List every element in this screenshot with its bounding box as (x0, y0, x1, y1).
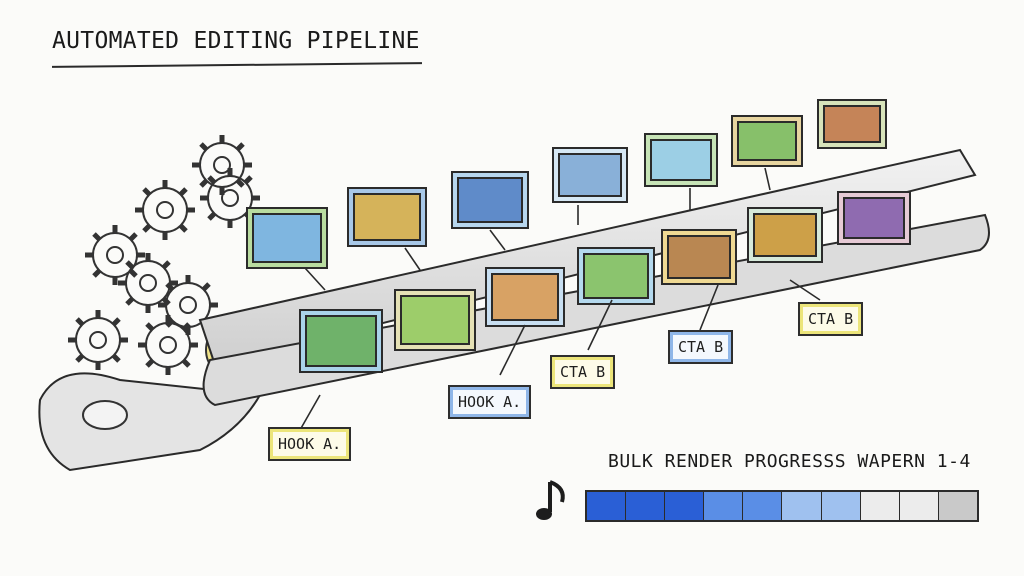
label-cta-b: CTA B (798, 302, 864, 336)
arrow-icon (299, 167, 821, 431)
progress-title: BULK RENDER PROGRESSS WAPERN 1-4 (608, 451, 971, 472)
label-hook-a-text: HOOK A. (278, 435, 342, 453)
diagram-title-text: AUTOMATED EDITING PIPELINE (52, 28, 420, 54)
progress-bar (585, 490, 979, 522)
progress-segment (938, 492, 977, 520)
progress-segment (665, 492, 705, 520)
music-note-icon (536, 480, 565, 520)
label-cta-b-text: CTA B (560, 363, 606, 381)
progress-segment (860, 492, 900, 520)
video-frame-row-lower (299, 191, 911, 373)
gear-icon (135, 180, 195, 240)
progress-segment (704, 492, 744, 520)
label-hook-a: HOOK A. (268, 427, 352, 461)
video-frame-row-upper (246, 99, 887, 269)
progress-segment (587, 492, 627, 520)
progress-segment (821, 492, 861, 520)
gear-icon (68, 310, 128, 370)
label-cta-b-text: CTA B (678, 338, 724, 356)
label-hook-a-text: HOOK A. (458, 393, 522, 411)
label-cta-b: CTA B (668, 330, 734, 364)
gear-icon (85, 225, 145, 285)
label-cta-b: CTA B (550, 355, 616, 389)
diagram-title: AUTOMATED EDITING PIPELINE (51, 28, 423, 68)
progress-segment (626, 492, 666, 520)
gear-icon (192, 135, 252, 195)
progress-segment (743, 492, 783, 520)
machine-base (38, 372, 262, 472)
label-hook-a: HOOK A. (448, 385, 532, 419)
progress-segment (899, 492, 939, 520)
progress-segment (782, 492, 822, 520)
label-cta-b-text: CTA B (808, 310, 854, 328)
